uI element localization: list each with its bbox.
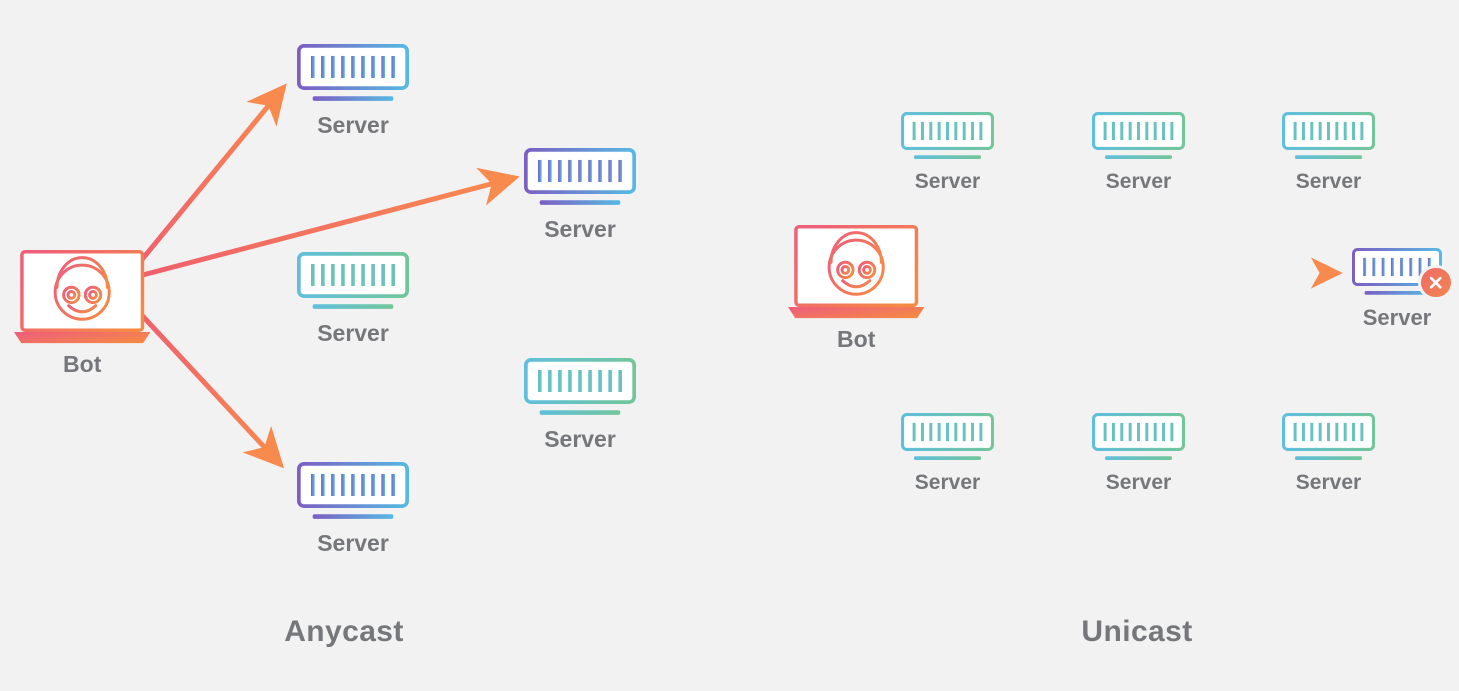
server-node[interactable]: Server	[1092, 413, 1185, 493]
server-node[interactable]: Server	[1352, 248, 1451, 330]
bot-label: Bot	[837, 326, 876, 353]
server-node[interactable]: Server	[1282, 112, 1375, 192]
server-node[interactable]: Server	[524, 148, 636, 241]
server-label: Server	[317, 320, 389, 347]
server-label: Server	[544, 426, 616, 453]
bot-node[interactable]: Bot	[788, 225, 925, 353]
server-label: Server	[914, 470, 981, 494]
bot-laptop-icon	[788, 225, 925, 319]
server-node[interactable]: Server	[901, 112, 994, 192]
server-label: Server	[1105, 169, 1172, 193]
traffic-arrow	[134, 307, 285, 469]
server-icon-wrapper	[1352, 248, 1451, 298]
server-node[interactable]: Server	[297, 252, 409, 345]
bot-label: Bot	[63, 351, 102, 378]
server-icon	[1092, 413, 1185, 461]
robot-face-icon	[53, 256, 111, 321]
server-icon-wrapper	[524, 148, 636, 208]
server-node[interactable]: Server	[297, 462, 409, 555]
server-label: Server	[1362, 304, 1432, 330]
server-icon	[901, 413, 994, 461]
server-label: Server	[544, 216, 616, 243]
server-icon	[297, 44, 409, 101]
server-icon-wrapper	[1092, 413, 1185, 463]
server-icon	[524, 358, 636, 415]
server-node[interactable]: Server	[1092, 112, 1185, 192]
server-icon-wrapper	[1282, 413, 1375, 463]
bot-node[interactable]: Bot	[14, 250, 151, 378]
section-caption-anycast: Anycast	[284, 615, 404, 648]
server-icon	[1092, 112, 1185, 160]
server-error-badge-icon	[1421, 267, 1451, 298]
server-icon	[297, 252, 409, 309]
server-node[interactable]: Server	[524, 358, 636, 451]
server-icon-wrapper	[297, 252, 409, 312]
server-icon	[1282, 112, 1375, 160]
server-node[interactable]: Server	[901, 413, 994, 493]
server-icon	[524, 148, 636, 205]
bot-laptop-icon	[14, 250, 151, 344]
robot-face-icon	[827, 231, 885, 296]
server-label: Server	[1295, 470, 1362, 494]
server-icon	[901, 112, 994, 160]
server-node[interactable]: Server	[1282, 413, 1375, 493]
traffic-arrow	[132, 83, 287, 271]
section-caption-unicast: Unicast	[1081, 615, 1193, 648]
server-icon	[297, 462, 409, 519]
server-label: Server	[914, 169, 981, 193]
server-label: Server	[317, 530, 389, 557]
server-label: Server	[317, 112, 389, 139]
server-icon-wrapper	[297, 462, 409, 522]
server-icon-wrapper	[901, 413, 994, 463]
server-node[interactable]: Server	[297, 44, 409, 137]
server-icon-wrapper	[524, 358, 636, 418]
server-label: Server	[1105, 470, 1172, 494]
server-icon-wrapper	[1282, 112, 1375, 162]
server-icon	[1352, 248, 1442, 295]
server-label: Server	[1295, 169, 1362, 193]
server-icon	[1282, 413, 1375, 461]
server-icon-wrapper	[1092, 112, 1185, 162]
server-icon-wrapper	[297, 44, 409, 104]
server-icon-wrapper	[901, 112, 994, 162]
